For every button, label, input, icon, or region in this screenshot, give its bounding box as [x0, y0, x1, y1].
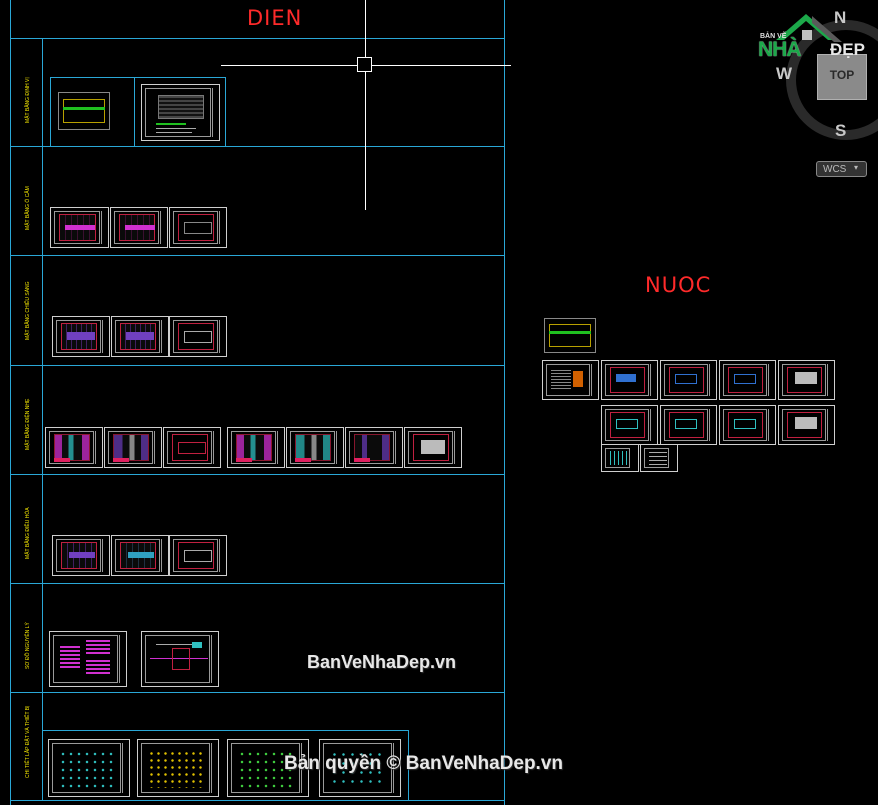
chevron-down-icon: ▾	[854, 163, 859, 172]
drawing-sheet[interactable]	[141, 631, 219, 687]
drawing-sheet[interactable]	[404, 427, 462, 468]
drawing-sheet[interactable]	[104, 427, 162, 468]
row-label-1: MẶT BẰNG ĐỊNH VỊ	[25, 77, 31, 123]
viewcube-top-face[interactable]: TOP	[817, 54, 867, 100]
logo-small-text: BẢN VẼ	[760, 33, 787, 40]
drawing-sheet[interactable]	[719, 405, 776, 445]
drawing-sheet[interactable]	[52, 316, 110, 357]
row-label-7: CHI TIẾT LẮP ĐẶT VÀ THIẾT BỊ	[25, 705, 31, 778]
drawing-sheet[interactable]	[111, 316, 169, 357]
drawing-sheet[interactable]	[110, 207, 168, 248]
row-label-3: MẶT BẰNG CHIẾU SÁNG	[25, 281, 31, 340]
house-logo-icon	[776, 14, 842, 42]
drawing-sheet[interactable]	[660, 405, 717, 445]
drawing-sheet[interactable]	[345, 427, 403, 468]
ucs-menu-label: WCS	[823, 164, 847, 175]
drawing-sheet[interactable]	[544, 318, 596, 353]
drawing-sheet[interactable]	[778, 360, 835, 400]
drawing-sheet[interactable]	[50, 207, 109, 248]
drawing-sheet[interactable]	[163, 427, 221, 468]
logo-brand-a: NHÀ	[758, 38, 801, 61]
drawing-sheet[interactable]	[58, 92, 110, 130]
compass-ring[interactable]	[786, 20, 878, 140]
drawing-sheet[interactable]	[45, 427, 103, 468]
row-label-6: SƠ ĐỒ NGUYÊN LÝ	[25, 622, 31, 669]
logo-brand-b: ĐẸP	[830, 40, 865, 59]
drawing-sheet[interactable]	[169, 535, 227, 576]
drawing-sheet[interactable]	[169, 316, 227, 357]
drawing-sheet[interactable]	[227, 739, 309, 797]
nuoc-title: NUOC	[645, 273, 712, 297]
dien-title: DIEN	[247, 6, 303, 30]
drawing-sheet[interactable]	[719, 360, 776, 400]
viewcube-top-label: TOP	[829, 68, 855, 82]
drawing-sheet[interactable]	[49, 631, 127, 687]
drawing-sheet[interactable]	[141, 84, 220, 141]
compass-south[interactable]: S	[835, 121, 847, 140]
drawing-sheet[interactable]	[137, 739, 219, 797]
drawing-sheet[interactable]	[542, 360, 599, 400]
row-label-2: MẶT BẰNG Ổ CẮM	[25, 186, 31, 230]
drawing-sheet[interactable]	[227, 427, 285, 468]
drawing-sheet[interactable]	[48, 739, 130, 797]
drawing-sheet[interactable]	[319, 739, 401, 797]
drawing-sheet[interactable]	[640, 444, 678, 472]
watermark-center: BanVeNhaDep.vn	[307, 652, 457, 672]
row-label-5: MẶT BẰNG ĐIỀU HÒA	[25, 507, 31, 559]
drawing-sheet[interactable]	[601, 360, 658, 400]
row-label-4: MẶT BẰNG ĐIỆN NHẸ	[25, 398, 31, 450]
compass-west[interactable]: W	[776, 64, 793, 83]
watermark-copyright: Bản quyền © BanVeNhaDep.vn	[284, 753, 564, 774]
drawing-sheet[interactable]	[601, 405, 658, 445]
ucs-menu-button[interactable]: WCS ▾	[816, 161, 867, 177]
drawing-sheet[interactable]	[601, 444, 639, 472]
drawing-sheet[interactable]	[169, 207, 227, 248]
compass-north[interactable]: N	[834, 8, 847, 27]
drawing-sheet[interactable]	[286, 427, 344, 468]
drawing-sheet[interactable]	[778, 405, 835, 445]
drawing-sheet[interactable]	[111, 535, 169, 576]
drawing-sheet[interactable]	[660, 360, 717, 400]
drawing-sheet[interactable]	[52, 535, 110, 576]
